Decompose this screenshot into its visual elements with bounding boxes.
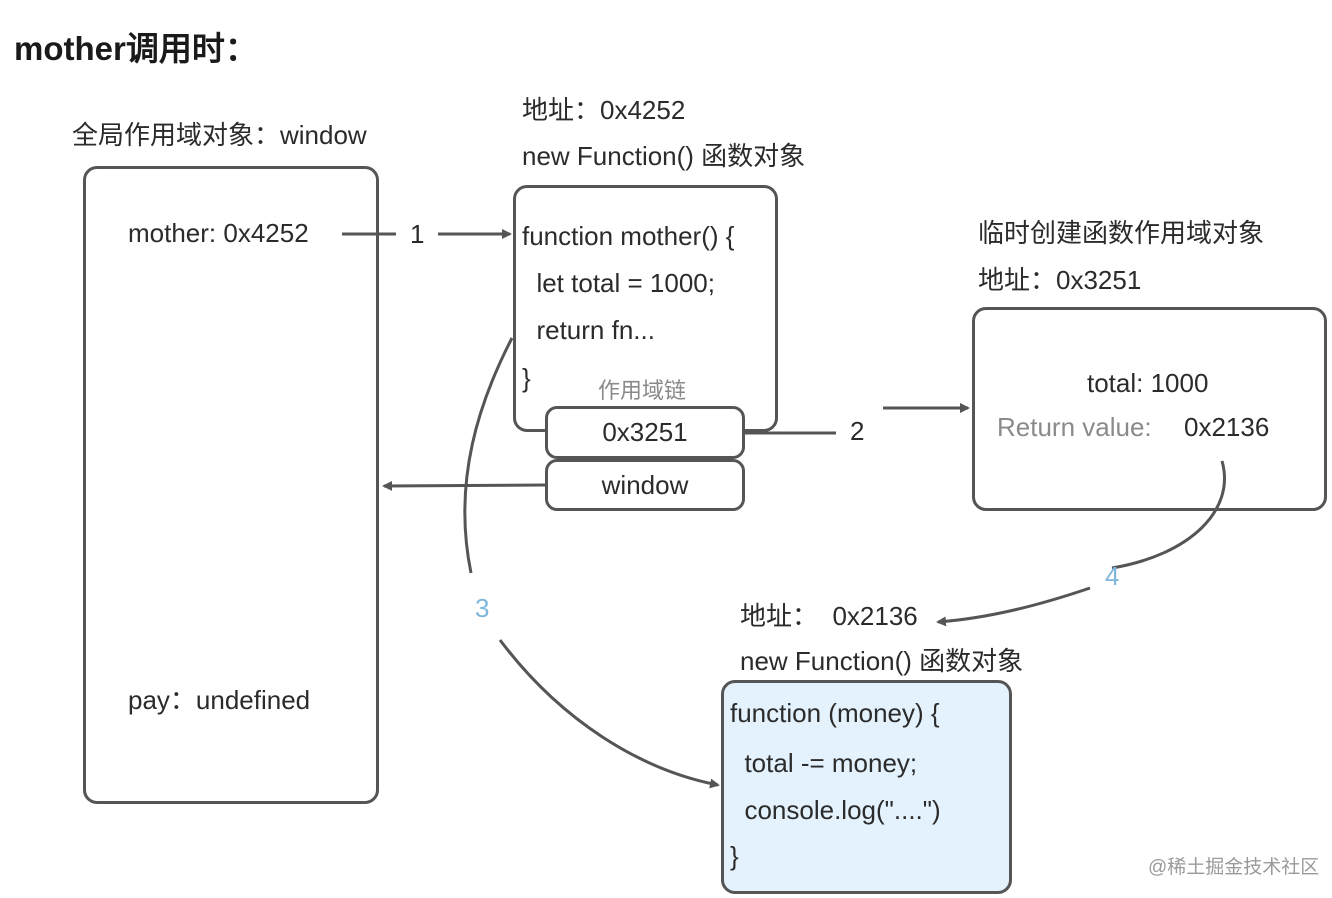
step-3-label: 3 — [475, 593, 490, 623]
step-1-label: 1 — [410, 219, 425, 249]
arrow-4-head — [936, 586, 1091, 627]
temp-scope-box — [972, 307, 1327, 511]
inner-code-line-3: console.log("....") — [730, 795, 941, 825]
temp-scope-title: 临时创建函数作用域对象 — [978, 218, 1265, 248]
scope-chain-label: 作用域链 — [598, 378, 687, 403]
mother-fn-kind: new Function() 函数对象 — [522, 141, 806, 171]
scope-chain-item-temp-label: 0x3251 — [602, 417, 688, 447]
scope-chain-item-window-label: window — [601, 469, 689, 500]
temp-scope-address: 地址：0x3251 — [978, 265, 1142, 295]
global-scope-box — [83, 166, 379, 804]
mother-code-line-3: return fn... — [522, 315, 655, 345]
arrow-3-tail — [463, 337, 514, 574]
inner-fn-address: 地址： 0x2136 — [740, 601, 918, 631]
mother-code-line-4: } — [522, 363, 531, 393]
inner-code-line-4: } — [730, 841, 739, 871]
scope-chain-item-temp: 0x3251 — [545, 406, 745, 459]
scope-chain-item-window: window — [545, 459, 745, 511]
step-4-label: 4 — [1105, 561, 1120, 591]
inner-fn-box — [721, 680, 1012, 894]
mother-code-line-2: let total = 1000; — [522, 268, 715, 298]
return-value: 0x2136 — [1184, 412, 1270, 442]
temp-total-line: total: 1000 — [1087, 368, 1209, 398]
inner-fn-kind: new Function() 函数对象 — [740, 646, 1024, 676]
global-scope-title: 全局作用域对象：window — [72, 120, 367, 150]
diagram-heading: mother调用时： — [14, 30, 258, 67]
pay-entry: pay：undefined — [128, 685, 311, 715]
step-2-label: 2 — [850, 416, 865, 446]
mother-entry: mother: 0x4252 — [128, 218, 315, 249]
mother-fn-address: 地址：0x4252 — [522, 95, 686, 125]
mother-fn-box — [513, 185, 778, 432]
arrow-4-tail — [1111, 460, 1226, 570]
inner-code-line-1: function (money) { — [730, 698, 940, 728]
mother-code-line-1: function mother() { — [522, 221, 735, 251]
return-value-label: Return value: — [997, 412, 1152, 442]
inner-code-line-2: total -= money; — [730, 748, 918, 778]
watermark: @稀土掘金技术社区 — [1148, 857, 1320, 878]
arrow-3-head — [498, 639, 720, 789]
